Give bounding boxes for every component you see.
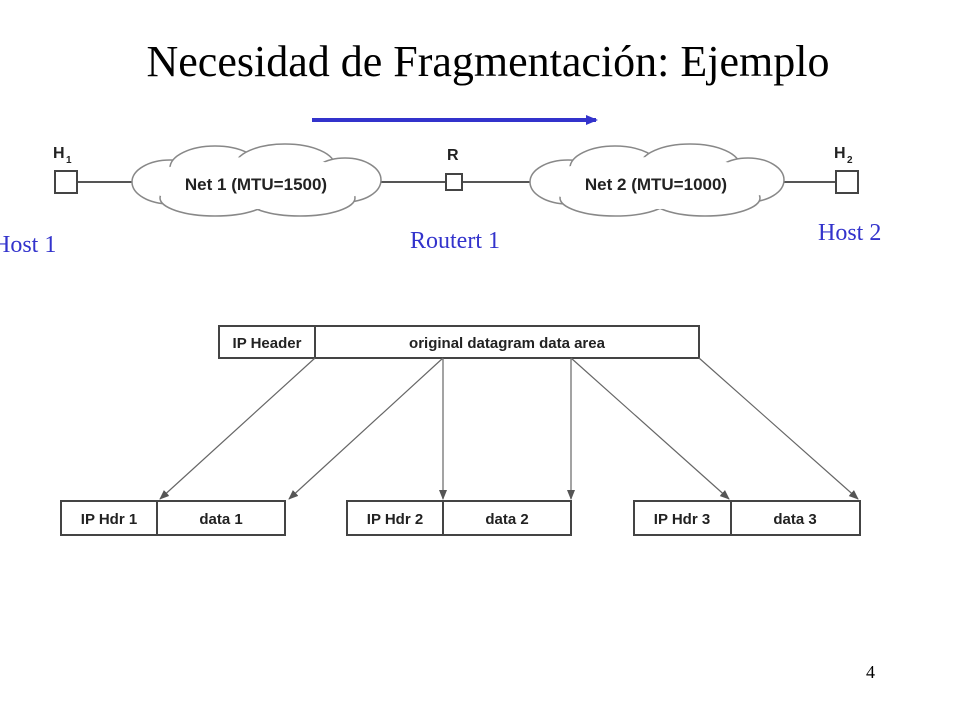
host2-node bbox=[835, 170, 859, 194]
fragment-3: IP Hdr 3 data 3 bbox=[633, 500, 861, 536]
slide-title: Necesidad de Fragmentación: Ejemplo bbox=[146, 37, 830, 86]
fragment-1: IP Hdr 1 data 1 bbox=[60, 500, 286, 536]
host1-caption: Host 1 bbox=[0, 232, 57, 258]
fragment-1-header: IP Hdr 1 bbox=[81, 511, 137, 528]
fragmentation-arrows bbox=[159, 357, 859, 500]
fragment-1-data: data 1 bbox=[199, 511, 242, 528]
net1-label: Net 1 (MTU=1500) bbox=[185, 175, 327, 194]
fragment-3-header: IP Hdr 3 bbox=[654, 511, 710, 528]
datagram-data-label: original datagram data area bbox=[409, 335, 606, 352]
host1-symbol: H bbox=[53, 145, 65, 162]
fragment-3-data: data 3 bbox=[773, 511, 816, 528]
host2-subscript: 2 bbox=[847, 155, 853, 166]
fragment-2: IP Hdr 2 data 2 bbox=[346, 500, 572, 536]
host2-symbol: H bbox=[834, 145, 846, 162]
router-caption: Routert 1 bbox=[410, 228, 500, 254]
net2-cloud: Net 2 (MTU=1000) bbox=[529, 143, 785, 217]
host1-subscript: 1 bbox=[66, 155, 72, 166]
net2-label: Net 2 (MTU=1000) bbox=[585, 175, 727, 194]
fragment-2-data: data 2 bbox=[485, 511, 528, 528]
original-datagram: IP Header original datagram data area bbox=[218, 325, 700, 359]
host1-node bbox=[54, 170, 78, 194]
net1-cloud: Net 1 (MTU=1500) bbox=[131, 143, 382, 217]
fragment-2-header: IP Hdr 2 bbox=[367, 511, 423, 528]
host2-caption: Host 2 bbox=[818, 220, 882, 246]
router-symbol: R bbox=[447, 147, 459, 164]
page-number: 4 bbox=[866, 662, 875, 682]
datagram-header-label: IP Header bbox=[233, 335, 302, 352]
router-node bbox=[445, 173, 463, 191]
